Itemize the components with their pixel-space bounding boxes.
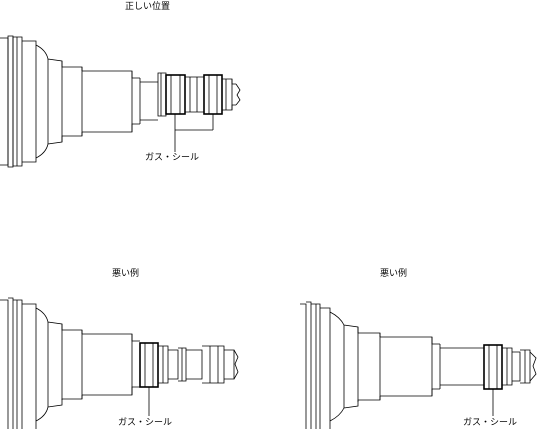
fitting-body-bad-1	[0, 297, 239, 429]
leader-lines-correct	[174, 114, 214, 152]
panel-bad-1-title: 悪い例	[112, 267, 139, 279]
gas-seal-label-correct: ガス・シール	[145, 152, 199, 163]
panel-correct-title: 正しい位置	[125, 0, 170, 12]
gas-seal-label-bad-2: ガス・シール	[463, 417, 517, 428]
gas-seal-ring-bad-2	[483, 344, 503, 390]
fitting-body-correct	[0, 35, 241, 168]
panel-correct: 正しい位置	[0, 0, 241, 168]
panel-bad-1: 悪い例	[0, 267, 239, 429]
gas-seal-label-bad-1: ガス・シール	[118, 417, 172, 428]
panel-bad-2: 悪い例	[300, 267, 537, 429]
fitting-body-bad-2	[300, 301, 537, 429]
gas-seal-ring-bad-1	[139, 342, 159, 388]
gas-seal-rings-correct	[165, 74, 223, 115]
panel-bad-2-title: 悪い例	[380, 267, 407, 279]
